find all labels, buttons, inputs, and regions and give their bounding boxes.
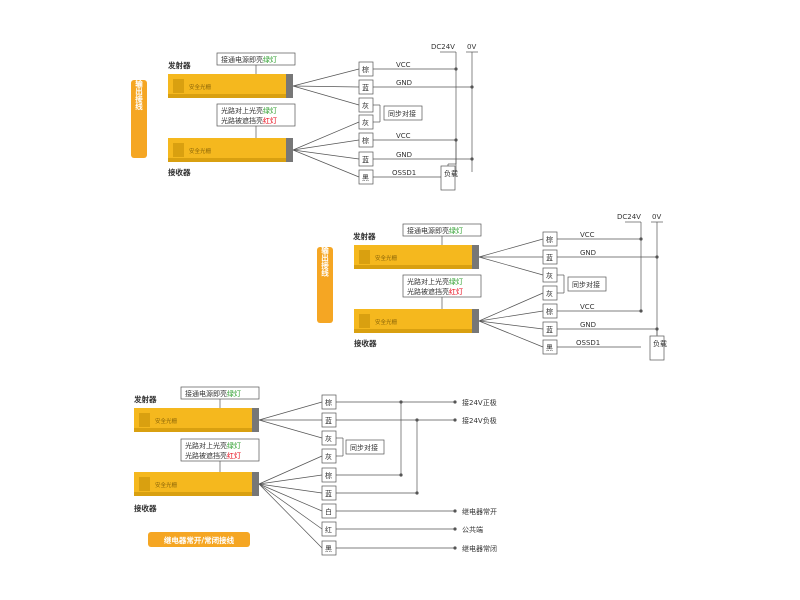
relay-nc: 继电器常闭 <box>462 544 497 553</box>
svg-text:安全光栅: 安全光栅 <box>375 254 398 262</box>
pnp-sync-box <box>567 276 607 292</box>
svg-text:棕: 棕 <box>362 65 369 74</box>
npn-dc24v: DC24V <box>431 43 455 51</box>
pnp-badge-text: PNP输出接线 <box>320 229 329 277</box>
svg-text:安全光栅: 安全光栅 <box>189 147 212 155</box>
relay-wire-boxes: 棕 蓝 灰 灰 棕 蓝 白 红 黑 <box>321 394 337 556</box>
svg-text:白: 白 <box>325 507 332 516</box>
npn-ossd: OSSD1 <box>392 169 416 177</box>
svg-text:黑: 黑 <box>325 545 332 553</box>
svg-text:黑: 黑 <box>546 344 553 352</box>
pnp-badge <box>317 247 333 323</box>
npn-gnd1: GND <box>396 79 412 87</box>
svg-text:蓝: 蓝 <box>325 489 332 498</box>
relay-neg: 接24V负极 <box>462 416 497 425</box>
relay-section: 发射器 接通电源即亮绿灯 安全光栅 光路对上光亮绿灯 光路被遮挡亮红灯 安全光栅… <box>133 386 497 556</box>
svg-text:光路对上光亮绿灯: 光路对上光亮绿灯 <box>221 106 277 115</box>
relay-emitter-bar: 安全光栅 <box>134 408 259 432</box>
svg-text:安全光栅: 安全光栅 <box>189 83 212 91</box>
svg-text:光路对上光亮绿灯: 光路对上光亮绿灯 <box>185 441 241 450</box>
svg-text:蓝: 蓝 <box>325 416 332 425</box>
relay-receiver-bar: 安全光栅 <box>134 472 259 496</box>
npn-emitter-note-text: 接通电源即亮绿灯 <box>221 55 277 64</box>
svg-text:灰: 灰 <box>362 101 369 110</box>
pnp-vcc1: VCC <box>580 231 595 239</box>
pnp-emitter-bar: 安全光栅 <box>354 245 479 269</box>
svg-text:光路对上光亮绿灯: 光路对上光亮绿灯 <box>407 277 463 286</box>
relay-pos: 接24V正极 <box>462 398 497 407</box>
pnp-load-box <box>649 335 665 361</box>
svg-text:灰: 灰 <box>546 289 553 298</box>
svg-text:同步对接: 同步对接 <box>350 443 378 452</box>
svg-text:接通电源即亮绿灯: 接通电源即亮绿灯 <box>185 389 241 398</box>
svg-text:安全光栅: 安全光栅 <box>375 318 398 326</box>
pnp-emitter-label: 发射器 <box>352 231 376 241</box>
relay-receiver-label: 接收器 <box>134 503 157 513</box>
pnp-ossd: OSSD1 <box>576 339 600 347</box>
npn-emitter-bar: 安全光栅 <box>168 74 293 98</box>
pnp-wire-boxes: 棕 蓝 灰 灰 棕 蓝 黑 <box>542 231 558 355</box>
npn-sync-box <box>383 105 423 121</box>
svg-text:安全光栅: 安全光栅 <box>155 481 178 489</box>
relay-badge <box>148 532 250 547</box>
svg-text:光路被遮挡亮红灯: 光路被遮挡亮红灯 <box>407 287 463 296</box>
svg-text:棕: 棕 <box>325 471 332 480</box>
svg-text:灰: 灰 <box>325 452 332 461</box>
npn-load-box <box>440 165 456 191</box>
relay-sync-box <box>345 439 385 455</box>
svg-text:蓝: 蓝 <box>546 253 553 262</box>
svg-text:安全光栅: 安全光栅 <box>155 417 178 425</box>
svg-text:红: 红 <box>325 525 332 534</box>
svg-text:灰: 灰 <box>546 271 553 280</box>
svg-text:负载: 负载 <box>653 339 667 348</box>
npn-section: NPN输出接线 发射器 接通电源即亮绿灯 安全光栅 光路对上光亮绿灯 光路被遮挡… <box>131 43 478 191</box>
npn-gnd2: GND <box>396 151 412 159</box>
svg-text:棕: 棕 <box>362 136 369 145</box>
svg-text:同步对接: 同步对接 <box>388 109 416 118</box>
svg-text:黑: 黑 <box>362 174 369 182</box>
svg-text:同步对接: 同步对接 <box>572 280 600 289</box>
relay-emitter-label: 发射器 <box>133 394 157 404</box>
pnp-0v: 0V <box>652 213 661 221</box>
relay-no: 继电器常开 <box>462 507 497 516</box>
svg-text:蓝: 蓝 <box>362 155 369 164</box>
npn-0v: 0V <box>467 43 476 51</box>
svg-text:蓝: 蓝 <box>362 83 369 92</box>
relay-badge-text: 继电器常开/常闭接线 <box>164 535 235 545</box>
svg-text:灰: 灰 <box>362 118 369 127</box>
npn-emitter-label: 发射器 <box>167 60 191 70</box>
svg-text:棕: 棕 <box>325 398 332 407</box>
svg-text:棕: 棕 <box>546 307 553 316</box>
svg-text:蓝: 蓝 <box>546 325 553 334</box>
svg-text:负载: 负载 <box>444 169 458 178</box>
svg-text:接通电源即亮绿灯: 接通电源即亮绿灯 <box>407 226 463 235</box>
pnp-gnd2: GND <box>580 321 596 329</box>
pnp-section: PNP输出接线 发射器 接通电源即亮绿灯 安全光栅 光路对上光亮绿灯 光路被遮挡… <box>317 213 667 361</box>
pnp-vcc2: VCC <box>580 303 595 311</box>
pnp-gnd1: GND <box>580 249 596 257</box>
relay-com: 公共端 <box>462 525 483 534</box>
svg-text:棕: 棕 <box>546 235 553 244</box>
svg-text:光路被遮挡亮红灯: 光路被遮挡亮红灯 <box>185 451 241 460</box>
svg-text:光路被遮挡亮红灯: 光路被遮挡亮红灯 <box>221 116 277 125</box>
npn-receiver-bar: 安全光栅 <box>168 138 293 162</box>
pnp-dc24v: DC24V <box>617 213 641 221</box>
pnp-receiver-label: 接收器 <box>354 338 377 348</box>
npn-badge <box>131 80 147 158</box>
npn-badge-text: NPN输出接线 <box>134 62 143 111</box>
npn-vcc2: VCC <box>396 132 411 140</box>
npn-vcc1: VCC <box>396 61 411 69</box>
npn-receiver-label: 接收器 <box>168 167 191 177</box>
pnp-receiver-bar: 安全光栅 <box>354 309 479 333</box>
svg-text:灰: 灰 <box>325 434 332 443</box>
npn-wire-boxes: 棕 蓝 灰 灰 棕 蓝 黑 <box>358 61 374 185</box>
